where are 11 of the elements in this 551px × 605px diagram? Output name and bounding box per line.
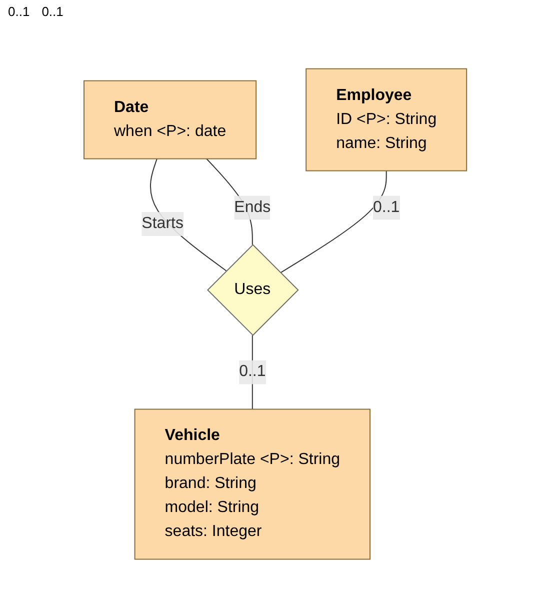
edge-label: Ends [234, 198, 271, 216]
edge-label: 0..1 [239, 363, 266, 380]
connector [280, 170, 388, 274]
node-diamond: Uses [207, 244, 300, 336]
edge-label: Starts [142, 215, 184, 232]
edge-label: 0..1 [373, 198, 400, 216]
node-box: Date when <P>: date [84, 80, 257, 160]
multiplicity-label: 0..1 [42, 4, 64, 19]
node-box: Employee ID <P>: String name: String [306, 68, 468, 172]
node-box: Vehicle numberPlate <P>: String brand: String model: String seats: Integer [134, 408, 371, 560]
multiplicity-label: 0..1 [8, 4, 30, 19]
